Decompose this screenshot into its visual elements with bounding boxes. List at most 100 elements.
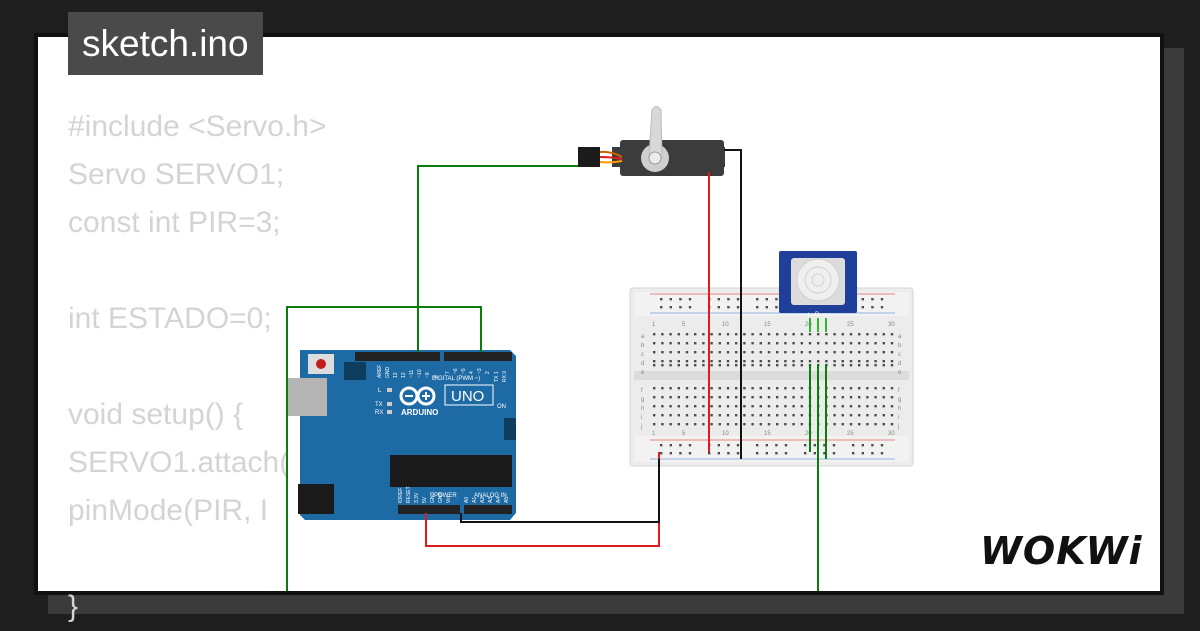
breadboard-hole <box>677 333 680 336</box>
breadboard-hole <box>841 387 844 390</box>
breadboard-hole <box>660 452 663 455</box>
servo-motor[interactable] <box>578 106 725 177</box>
breadboard-hole <box>858 423 861 426</box>
pin-label: A4 <box>496 497 502 503</box>
usb-connector <box>287 378 327 416</box>
breadboard-hole <box>858 364 861 367</box>
breadboard-hole <box>661 333 664 336</box>
breadboard-hole <box>710 387 713 390</box>
breadboard-hole <box>792 423 795 426</box>
pin-label: 5V <box>422 496 428 503</box>
breadboard-hole <box>833 360 836 363</box>
breadboard-hole <box>784 405 787 408</box>
breadboard-hole <box>743 423 746 426</box>
breadboard-hole <box>792 414 795 417</box>
breadboard-hole <box>735 351 738 354</box>
row-letter: a <box>898 334 902 340</box>
breadboard-hole <box>685 351 689 354</box>
breadboard-hole <box>677 405 680 408</box>
breadboard-hole <box>660 306 663 309</box>
breadboard-hole <box>702 333 705 336</box>
breadboard-hole <box>751 364 754 367</box>
breadboard-hole <box>759 414 762 417</box>
breadboard-hole <box>804 452 807 455</box>
column-number: 20 <box>805 431 812 437</box>
breadboard-hole <box>669 342 672 345</box>
breadboard-hole <box>833 387 836 390</box>
breadboard-hole <box>866 414 869 417</box>
row-letter: j <box>640 424 642 430</box>
breadboard-hole <box>880 444 884 447</box>
breadboard-hole <box>890 360 894 363</box>
code-line: #include <Servo.h> <box>68 110 327 143</box>
arduino-brand-label: ARDUINO <box>401 408 438 417</box>
breadboard-hole <box>890 405 894 408</box>
column-number: 25 <box>847 322 854 328</box>
breadboard-hole <box>767 414 771 417</box>
tx-led-label: TX <box>375 402 383 408</box>
breadboard-hole <box>669 360 672 363</box>
breadboard-hole <box>677 396 680 399</box>
breadboard-hole <box>784 423 787 426</box>
wire-servo-signal[interactable] <box>417 165 578 352</box>
breadboard-hole <box>727 306 730 309</box>
breadboard-hole <box>841 342 844 345</box>
breadboard-hole <box>702 387 705 390</box>
breadboard-hole <box>882 414 885 417</box>
row-letter: a <box>641 334 645 340</box>
breadboard-hole <box>765 298 768 301</box>
breadboard-hole <box>776 333 779 336</box>
breadboard-hole <box>882 351 885 354</box>
column-number: 1 <box>652 431 656 437</box>
breadboard-hole <box>858 360 861 363</box>
wokwi-logo: WOKWi <box>980 529 1143 573</box>
breadboard-hole <box>833 364 836 367</box>
breadboard-hole <box>765 444 768 447</box>
pin-label: ~5 <box>461 368 467 374</box>
breadboard-hole <box>852 452 855 455</box>
breadboard-hole <box>841 351 844 354</box>
breadboard-hole <box>792 351 795 354</box>
breadboard-hole <box>751 360 754 363</box>
pin-label: A5 <box>504 497 510 503</box>
breadboard-hole <box>890 387 894 390</box>
code-line: pinMode(PIR, I <box>68 494 269 527</box>
breadboard-hole <box>718 387 721 390</box>
breadboard-hole <box>669 452 672 455</box>
wokwi-logo-text: WOKWi <box>980 529 1143 573</box>
breadboard-hole <box>653 333 656 336</box>
column-number: 1 <box>652 322 656 328</box>
breadboard-hole <box>800 414 803 417</box>
breadboard-hole <box>866 360 869 363</box>
column-number: 5 <box>682 322 686 328</box>
column-number: 20 <box>805 322 812 328</box>
breadboard-hole <box>882 423 885 426</box>
arduino-model-label: UNO <box>451 388 484 405</box>
breadboard-hole <box>688 452 692 455</box>
wires <box>286 149 827 600</box>
row-letter: f <box>641 388 643 394</box>
breadboard-hole <box>880 452 884 455</box>
pir-motion-sensor[interactable]: + D − <box>779 251 857 332</box>
breadboard-hole <box>765 452 768 455</box>
breadboard-hole <box>669 364 672 367</box>
breadboard-hole <box>679 452 682 455</box>
pin-label: 7 <box>445 371 451 374</box>
wire-pir-signal-to-arduino[interactable] <box>286 306 482 600</box>
pin-label: 13 <box>393 372 399 378</box>
breadboard-hole <box>743 387 746 390</box>
breadboard-hole <box>767 405 771 408</box>
wire-servo-ground[interactable] <box>724 149 742 459</box>
arduino-uno-board[interactable]: ARDUINO UNO DIGITAL (PWM ~) POWER ANALOG… <box>287 350 516 520</box>
row-letter: f <box>898 388 900 394</box>
wire-gnd[interactable] <box>460 459 660 523</box>
breadboard-hole <box>858 387 861 390</box>
breadboard-hole <box>718 351 721 354</box>
breadboard-hole <box>702 423 705 426</box>
breadboard-hole <box>726 414 730 417</box>
breadboard-hole <box>661 423 664 426</box>
pin-label: ~3 <box>477 368 483 374</box>
breadboard-hole <box>735 396 738 399</box>
breadboard[interactable]: 1 5 10 15 20 25 30 1 5 10 15 20 25 30 a … <box>629 287 914 467</box>
breadboard-hole <box>669 414 672 417</box>
